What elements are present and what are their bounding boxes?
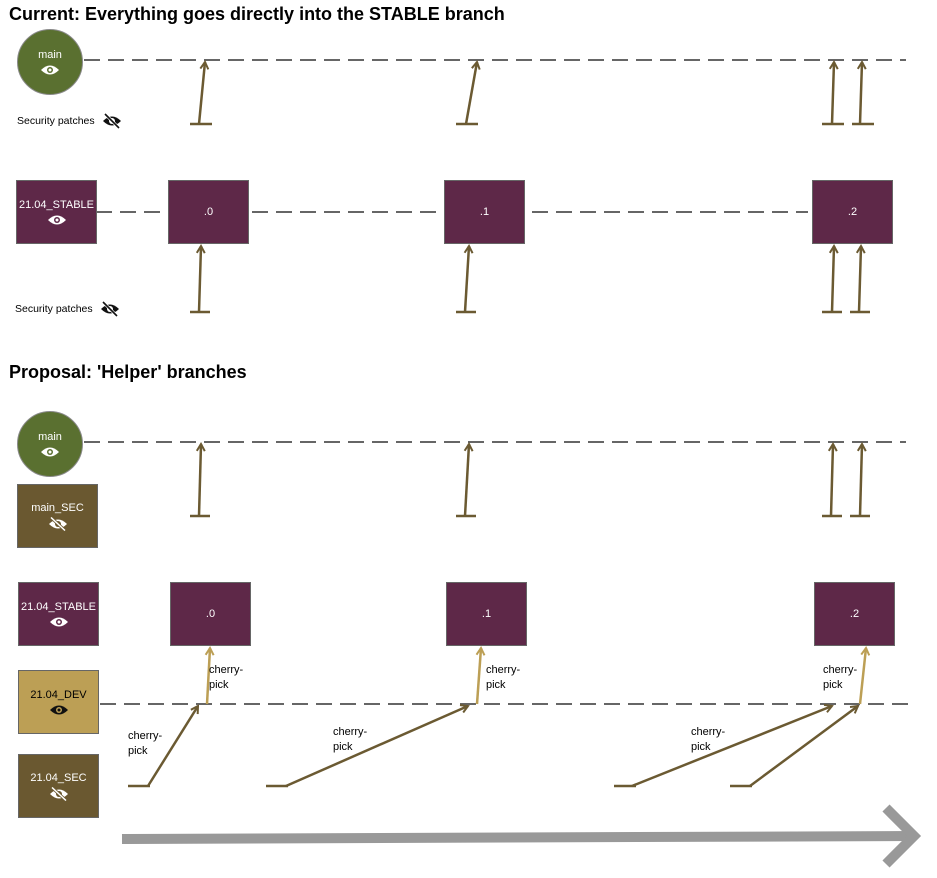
main-branch-label: main (38, 48, 62, 61)
dev-to-stable-cherry-pick (207, 648, 866, 705)
release-node-0[interactable]: .0 (170, 582, 251, 646)
main-sec-to-main (190, 444, 870, 518)
main-sec-branch-label: main_SEC (31, 501, 84, 514)
eye-slash-icon (100, 300, 119, 318)
release-label: .2 (849, 608, 860, 620)
security-patches-label: Security patches (15, 300, 120, 318)
security-patches-label: Security patches (17, 112, 122, 130)
stable-branch-label: 21.04_STABLE (18, 198, 94, 211)
release-label: .1 (479, 206, 490, 218)
cherry-pick-label: cherry- pick (209, 664, 244, 691)
sec-branch-label: 21.04_SEC (30, 771, 87, 784)
release-label: .0 (203, 206, 214, 218)
eye-slash-icon (102, 112, 121, 130)
dev-branch-node[interactable]: 21.04_DEV (18, 670, 99, 734)
sec-branch-node[interactable]: 21.04_SEC (18, 754, 99, 818)
cherry-pick-label: cherry- pick (486, 664, 521, 691)
release-node-0[interactable]: .0 (168, 180, 249, 244)
eye-icon (49, 705, 68, 714)
release-label: .2 (847, 206, 858, 218)
cherry-pick-label: cherry- pick (128, 730, 163, 757)
main-branch-node[interactable]: main (17, 411, 83, 477)
eye-icon (47, 215, 66, 224)
release-label: .0 (205, 608, 216, 620)
patch-to-stable (190, 246, 870, 314)
release-label: .1 (481, 608, 492, 620)
cherry-pick-label: cherry- pick (333, 726, 368, 753)
stable-branch-node[interactable]: 21.04_STABLE (18, 582, 99, 646)
main-sec-branch-node[interactable]: main_SEC (17, 484, 98, 548)
release-node-2[interactable]: .2 (812, 180, 893, 244)
main-branch-label: main (38, 430, 62, 443)
cherry-pick-label: cherry- pick (823, 664, 858, 691)
stable-branch-node[interactable]: 21.04_STABLE (16, 180, 97, 244)
section-current-title: Current: Everything goes directly into t… (9, 4, 505, 24)
stable-branch-label: 21.04_STABLE (20, 600, 96, 613)
eye-icon (49, 617, 68, 626)
release-node-1[interactable]: .1 (444, 180, 525, 244)
release-node-2[interactable]: .2 (814, 582, 895, 646)
cherry-pick-label: cherry- pick (691, 726, 726, 753)
sec-to-dev-cherry-pick (128, 706, 858, 788)
eye-slash-icon (48, 516, 67, 531)
eye-icon (41, 447, 59, 456)
main-branch-node[interactable]: main (17, 29, 83, 95)
dev-branch-label: 21.04_DEV (30, 688, 87, 701)
release-node-1[interactable]: .1 (446, 582, 527, 646)
eye-icon (41, 65, 59, 74)
timeline-arrow-icon (121, 804, 922, 868)
patch-to-main (190, 62, 874, 126)
eye-slash-icon (49, 786, 68, 801)
section-proposal-title: Proposal: 'Helper' branches (9, 362, 247, 382)
